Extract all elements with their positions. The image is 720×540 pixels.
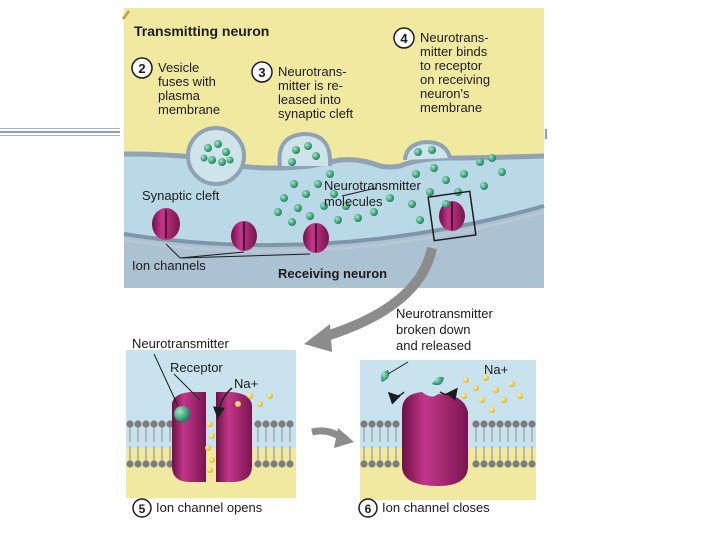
step5-number: 5 (139, 502, 146, 516)
title-transmitting-neuron: Transmitting neuron (134, 23, 269, 39)
step3-line-3: leased into (278, 92, 341, 107)
slide-accent-lines (0, 128, 120, 140)
step2-block: 2 Vesicle fuses with plasma membrane (131, 57, 220, 117)
step4-line-5: neuron's (420, 86, 470, 101)
step4-line-1: Neurotrans- (420, 30, 489, 45)
step4-line-3: to receptor (420, 58, 483, 73)
pin-icon (122, 10, 130, 20)
vesicle-fusing (186, 126, 246, 186)
receptor-label: Receptor (170, 360, 223, 375)
step4-block: 4 Neurotrans- mitter binds to receptor o… (393, 27, 490, 115)
ion-channels-label: Ion channels (132, 258, 206, 273)
step4-line-6: membrane (420, 100, 482, 115)
panel-channel-open: Neurotransmitter Receptor Na+ 5 Ion chan… (126, 336, 296, 518)
ion-channel-1 (152, 208, 180, 240)
caption-channel-opens: Ion channel opens (156, 500, 263, 515)
nt-broken-line-1: Neurotransmitter (396, 306, 493, 321)
na-label-right: Na+ (484, 362, 508, 377)
ion-channel-2 (231, 221, 257, 251)
step6-number: 6 (365, 502, 372, 516)
step3-line-4: synaptic cleft (278, 106, 354, 121)
synapse-figure: Transmitting neuron 2 Vesicle fuses with… (120, 8, 546, 530)
step2-line-3: plasma (158, 88, 201, 103)
caption-channel-closes: Ion channel closes (382, 500, 490, 515)
step4-line-2: mitter binds (420, 44, 488, 59)
vesicle-open (403, 139, 452, 161)
lipid-bilayer (126, 420, 294, 468)
nt-broken-line-3: and released (396, 338, 471, 353)
slide-accent-tick (545, 129, 547, 139)
top-panel: Transmitting neuron 2 Vesicle fuses with… (123, 8, 545, 288)
lipid-bilayer (360, 420, 536, 468)
nt-broken-line-2: broken down (396, 322, 470, 337)
step2-line-4: membrane (158, 102, 220, 117)
molecules-label-2: molecules (324, 194, 383, 209)
step3-block: 3 Neurotrans- mitter is re- leased into … (251, 61, 354, 121)
ion-channel-4 (439, 200, 465, 231)
step3-line-1: Neurotrans- (278, 64, 347, 79)
step2-line-1: Vesicle (158, 60, 199, 75)
neurotransmitter-label-left: Neurotransmitter (132, 336, 229, 351)
vesicle-releasing (277, 131, 333, 167)
step3-number: 3 (258, 65, 265, 80)
receiving-neuron-label: Receiving neuron (278, 266, 387, 281)
step3-line-2: mitter is re- (278, 78, 343, 93)
panel-channel-closed: Neurotransmitter broken down and release… (358, 306, 536, 518)
molecules-label-1: Neurotransmitter (324, 178, 421, 193)
ion-channel-3 (303, 223, 329, 253)
na-label-left: Na+ (234, 376, 258, 391)
neurotransmitter-molecules (274, 154, 506, 226)
step2-number: 2 (138, 61, 145, 76)
zoom-box (427, 190, 477, 242)
zoom-arrow (318, 246, 437, 343)
step2-line-2: fuses with (158, 74, 216, 89)
step4-line-4: on receiving (420, 72, 490, 87)
synaptic-cleft-label: Synaptic cleft (142, 188, 220, 203)
step4-number: 4 (400, 31, 408, 46)
